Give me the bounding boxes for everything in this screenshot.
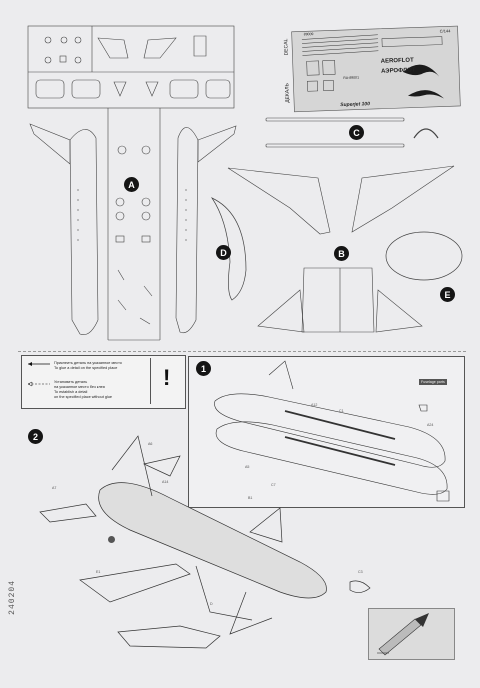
side-print-code: 240204 xyxy=(8,580,17,615)
section-label-e: E xyxy=(440,287,455,302)
step2-callout-dot xyxy=(108,536,115,543)
glue-tip-card xyxy=(368,608,455,660)
decal-reg: RA-89001 xyxy=(343,75,360,81)
decal-vertical-label: DECAL xyxy=(283,38,290,56)
step1-part-a12: A12 xyxy=(311,403,318,407)
decal-small-code: 89009 xyxy=(303,32,314,37)
section-label-b: B xyxy=(334,246,349,261)
step1-number: 1 xyxy=(196,361,211,376)
step2-part-d: D xyxy=(210,602,213,606)
legend-separator xyxy=(150,358,151,404)
legend-box: Приклеить деталь на указанное место To g… xyxy=(21,355,186,409)
legend-line1-en: To glue a detail on the specified place xyxy=(54,366,118,370)
step1-part-c7: C7 xyxy=(271,483,276,487)
legend-line2-ru: Установить деталь xyxy=(54,380,88,384)
step2-number: 2 xyxy=(28,429,43,444)
step2-part-e1: E1 xyxy=(96,570,101,574)
decal-airline-ru: АЭРОФЛОТ xyxy=(380,67,416,75)
decal-airline-en: AEROFLOT xyxy=(380,57,414,65)
legend-exclamation-icon: ! xyxy=(163,365,171,390)
decal-sheet: C/144 89009 AEROFLOT АЭРОФЛОТ RA-89001 S… xyxy=(282,24,465,115)
legend-line2-ru-b: на указанное место без клея xyxy=(54,385,105,389)
step2-part-a7: A7 xyxy=(52,486,57,490)
section-divider xyxy=(18,351,466,352)
step1-part-a5: A5 xyxy=(245,465,250,469)
step1-part-a24: A24 xyxy=(427,423,434,427)
legend-line2-en-b: on the specified place without glue xyxy=(54,395,113,399)
step2-part-c3: C3 xyxy=(358,570,363,574)
section-label-d: D xyxy=(216,245,231,260)
step2-area: 2 A6 A7 A14 B1 C3 E1 D xyxy=(20,412,467,667)
legend-line1-ru: Приклеить деталь на указанное место xyxy=(54,361,122,365)
section-label-c: C xyxy=(349,125,364,140)
step2-part-b1: B1 xyxy=(248,496,253,500)
decal-vertical-label-ru: ДЕКАЛЬ xyxy=(284,83,291,103)
step1-tag: Fuselage parts xyxy=(419,379,447,385)
decal-code: C/144 xyxy=(439,28,451,34)
legend-line2-en: To establish a detail xyxy=(54,390,88,394)
step2-part-a14: A14 xyxy=(162,480,169,484)
step1-frame: 1 Fuselage parts A12 C1 A24 A5 C7 xyxy=(188,356,465,508)
section-label-a: A xyxy=(124,177,139,192)
decal-model: Superjet 100 xyxy=(340,101,371,109)
step2-part-a6: A6 xyxy=(148,442,153,446)
step1-part-c1: C1 xyxy=(339,409,344,413)
